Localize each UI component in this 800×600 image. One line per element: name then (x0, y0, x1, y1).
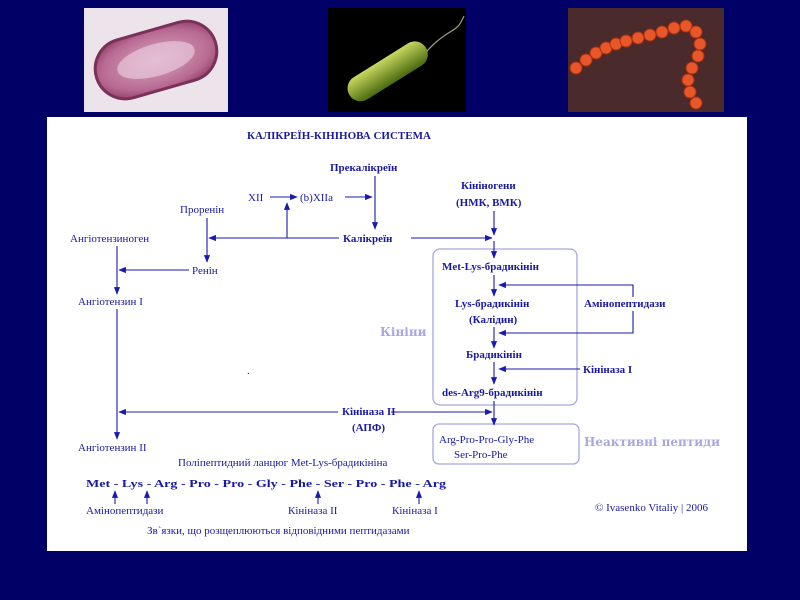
kinins-box (432, 248, 578, 406)
des-arg9-bradykinin-label: des-Arg9-брадикінін (442, 387, 543, 399)
inactive-peptide-2: Ser-Pro-Phe (454, 449, 508, 461)
angiotensinogen-label: Ангіотензиноген (70, 233, 149, 245)
prekallikrein-label: Прекалікреїн (330, 162, 398, 174)
kininase-2-label: Кініназа ІІ (342, 406, 396, 418)
kallikrein-kinin-diagram: КАЛІКРЕЇН-КІНІНОВА СИСТЕМА Прекалікреїн … (70, 129, 720, 537)
rod-bacterium-micrograph (328, 8, 466, 112)
sequence-aminopeptidases-label: Амінопептидази (86, 505, 164, 517)
kininogens-types-label: (НМК, ВМК) (456, 197, 522, 209)
copyright-label: © Ivasenko Vitaliy | 2006 (595, 502, 708, 514)
inactive-peptides-label: Неактивні пептиди (584, 435, 720, 449)
kinins-label: Кініни (380, 325, 427, 339)
renin-label: Ренін (192, 265, 218, 277)
inactive-peptides-box (432, 423, 580, 465)
bradykinin-label: Брадикінін (466, 349, 523, 361)
footer-caption: Зв`язки, що розщеплюються відповідними п… (147, 525, 410, 537)
diagram-title: КАЛІКРЕЇН-КІНІНОВА СИСТЕМА (247, 129, 431, 142)
sequence-kininase-2-label: Кініназа ІІ (288, 505, 338, 517)
polypeptide-caption: Поліпептидний ланцюг Met-Lys-брадикініна (178, 457, 387, 469)
diagram-panel: КАЛІКРЕЇН-КІНІНОВА СИСТЕМА Прекалікреїн … (47, 117, 747, 551)
aminopeptidase-feedback-top (498, 281, 634, 297)
angiotensin-1-label: Ангіотензин І (78, 296, 143, 308)
inactive-peptide-1: Arg-Pro-Pro-Gly-Phe (439, 434, 534, 446)
amino-acid-sequence: Met - Lys - Arg - Pro - Pro - Gly - Phe … (86, 478, 447, 490)
cell-micrograph (84, 8, 228, 112)
lys-bradykinin-label: Lys-брадикінін (455, 298, 530, 310)
kallikrein-label: Калікреїн (343, 233, 393, 245)
dot-mark: . (247, 365, 250, 377)
aminopeptidases-label: Амінопептидази (584, 298, 666, 310)
xii-label: XII (248, 192, 264, 204)
met-lys-bradykinin-label: Met-Lys-брадикінін (442, 261, 540, 273)
kallidin-label: (Калідин) (469, 314, 518, 326)
kininogens-label: Кініногени (461, 180, 516, 192)
sequence-kininase-1-label: Кініназа І (392, 505, 438, 517)
kininase-1-label: Кініназа І (583, 364, 632, 376)
streptococcus-chain-micrograph (568, 8, 724, 112)
prorenin-label: Проренін (180, 204, 224, 216)
aminopeptidase-feedback-bottom (498, 311, 634, 337)
angiotensin-2-label: Ангіотензин ІІ (78, 442, 147, 454)
ace-label: (АПФ) (352, 422, 385, 434)
bxiia-label: (b)XIIa (300, 192, 333, 204)
